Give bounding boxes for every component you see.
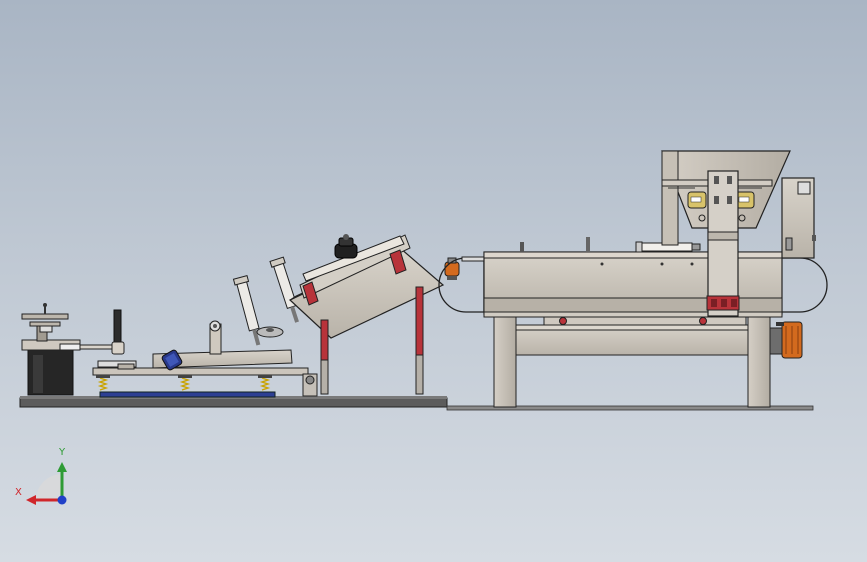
lever-handle [111, 309, 125, 355]
orange-drive-motor [769, 321, 803, 359]
tilted-chute-box [288, 234, 445, 339]
guide-wheel [256, 326, 284, 338]
main-table-frame [493, 316, 771, 408]
coordinate-triad: X Y [15, 447, 67, 505]
inclined-tray [152, 320, 293, 371]
main-machine-body [438, 237, 828, 318]
orange-motor-small [444, 257, 460, 280]
left-feeder-table [21, 303, 119, 396]
left-base-plate [19, 396, 448, 408]
control-cabinet [781, 177, 816, 259]
y-axis-label: Y [58, 447, 66, 458]
lower-slide-table [92, 360, 309, 398]
chute-legs [302, 286, 424, 397]
center-column [706, 170, 740, 317]
z-axis-dot [57, 495, 67, 505]
y-axis-arrowhead [57, 462, 67, 472]
x-axis-arrowhead [26, 495, 36, 505]
x-axis-label: X [15, 487, 22, 498]
angled-cylinder-2 [269, 256, 299, 323]
angled-cylinder-1 [232, 274, 261, 346]
